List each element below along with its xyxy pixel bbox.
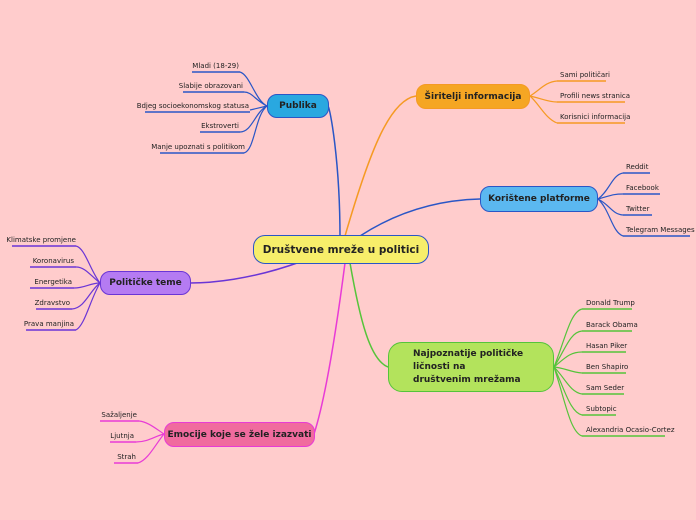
connector-publika — [327, 105, 341, 239]
publika-item-slabije[interactable]: Slabije obrazovani — [178, 82, 243, 90]
platforme-item-twitter[interactable]: Twitter — [626, 205, 650, 213]
branch-publika[interactable]: Publika — [267, 94, 329, 118]
connector-siritelji — [344, 95, 417, 237]
branch-platforme[interactable]: Korištene platforme — [480, 186, 598, 212]
siritelji-item-politicari[interactable]: Sami političari — [560, 71, 610, 79]
teme-item-klimatske[interactable]: Klimatske promjene — [6, 236, 76, 244]
emocije-leaf-connectors — [135, 420, 165, 464]
publika-item-upoznati[interactable]: Manje upoznati s politikom — [151, 143, 245, 151]
connector-platforme — [359, 198, 481, 237]
connector-emocije — [313, 262, 346, 435]
licnosti-item-shapiro[interactable]: Ben Shapiro — [586, 363, 629, 371]
branch-licnosti[interactable]: Najpoznatije političke ličnosti na društ… — [388, 342, 554, 392]
emocije-item-sazaljenje[interactable]: Sažaljenje — [101, 411, 137, 419]
branch-licnosti-label: Najpoznatije političke ličnosti na društ… — [413, 348, 524, 385]
branch-politicke-teme[interactable]: Političke teme — [100, 271, 191, 295]
branch-emocije-label: Emocije koje se žele izazvati — [167, 429, 312, 440]
platforme-item-telegram[interactable]: Telegram Messages — [626, 226, 695, 234]
licnosti-item-obama[interactable]: Barack Obama — [586, 321, 638, 329]
licnosti-item-subtopic[interactable]: Subtopic — [586, 405, 617, 413]
publika-leaf-connectors — [239, 71, 268, 154]
branch-siritelji[interactable]: Širitelji informacija — [416, 84, 530, 109]
branch-platforme-label: Korištene platforme — [488, 194, 590, 204]
teme-leaf-connectors — [71, 245, 101, 331]
connector-licnosti — [349, 262, 389, 368]
branch-emocije[interactable]: Emocije koje se žele izazvati — [164, 422, 315, 447]
central-topic[interactable]: Društvene mreže u politici — [253, 235, 429, 264]
platforme-item-reddit[interactable]: Reddit — [626, 163, 649, 171]
publika-item-mladi[interactable]: Mladi (18-29) — [192, 62, 239, 70]
central-topic-label: Društvene mreže u politici — [262, 243, 420, 256]
siritelji-leaf-connectors — [529, 80, 558, 124]
publika-item-ekstroverti[interactable]: Ekstroverti — [201, 122, 239, 130]
licnosti-item-trump[interactable]: Donald Trump — [586, 299, 635, 307]
branch-publika-label: Publika — [279, 101, 317, 111]
licnosti-item-piker[interactable]: Hasan Piker — [586, 342, 628, 350]
siritelji-item-korisnici[interactable]: Korisnici informacija — [560, 113, 631, 121]
branch-politicke-teme-label: Političke teme — [109, 278, 182, 288]
emocije-item-strah[interactable]: Strah — [117, 453, 136, 461]
licnosti-item-seder[interactable]: Sam Seder — [586, 384, 625, 392]
licnosti-item-aoc[interactable]: Alexandria Ocasio-Cortez — [586, 426, 675, 434]
teme-item-koronavirus[interactable]: Koronavirus — [32, 257, 74, 265]
emocije-item-ljutnja[interactable]: Ljutnja — [110, 432, 134, 440]
platforme-item-facebook[interactable]: Facebook — [626, 184, 659, 192]
platforme-leaf-connectors — [597, 172, 624, 237]
teme-item-prava-manjina[interactable]: Prava manjina — [23, 320, 74, 328]
publika-item-status[interactable]: Bdjeg socioekonomskog statusa — [136, 102, 249, 110]
teme-item-zdravstvo[interactable]: Zdravstvo — [34, 299, 70, 307]
teme-item-energetika[interactable]: Energetika — [34, 278, 72, 286]
branch-siritelji-label: Širitelji informacija — [424, 91, 522, 102]
leaf-underlines — [12, 71, 690, 464]
connector-teme — [189, 261, 301, 284]
siritelji-item-news[interactable]: Profili news stranica — [560, 92, 631, 100]
licnosti-leaf-connectors — [553, 308, 583, 437]
